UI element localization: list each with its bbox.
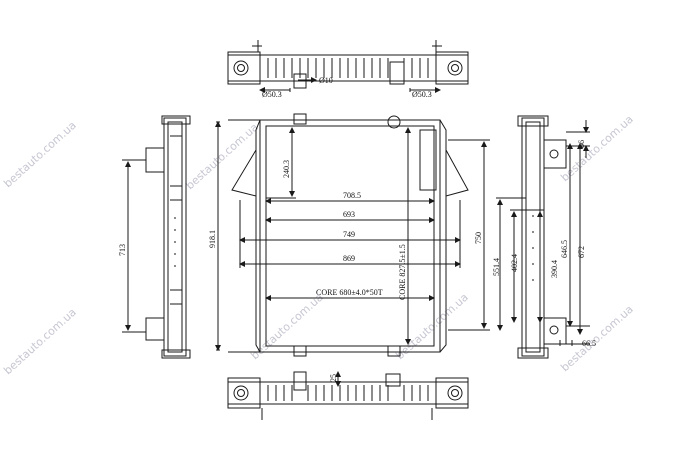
label-402-4: 402.4 bbox=[510, 254, 519, 272]
label-708-5: 708.5 bbox=[343, 191, 361, 200]
label-750: 750 bbox=[474, 232, 483, 244]
top-view bbox=[227, 40, 469, 92]
label-core-width: CORE 680±4.0*50T bbox=[316, 288, 383, 297]
watermark-4: bestauto.com.ua bbox=[1, 306, 78, 378]
bottom-view bbox=[227, 371, 469, 420]
right-side-view bbox=[496, 115, 590, 359]
label-646-5: 646.5 bbox=[560, 240, 569, 258]
label-dia-10: Ø10 bbox=[319, 76, 333, 85]
label-551-4: 551.4 bbox=[492, 258, 501, 276]
front-view bbox=[215, 113, 490, 357]
label-66-5: 66.5 bbox=[582, 339, 596, 348]
label-25: 25 bbox=[329, 374, 338, 382]
watermark-1: bestauto.com.ua bbox=[1, 119, 78, 191]
label-240-3: 240.3 bbox=[282, 160, 291, 178]
watermark-6: bestauto.com.ua bbox=[393, 291, 470, 363]
label-749: 749 bbox=[343, 230, 355, 239]
label-dia-left: Ø50.3 bbox=[262, 90, 282, 99]
label-390-4: 390.4 bbox=[550, 260, 559, 278]
label-713: 713 bbox=[118, 244, 127, 256]
left-side-view bbox=[122, 115, 191, 359]
label-core-height: CORE 827.5±1.5 bbox=[398, 244, 407, 300]
label-693: 693 bbox=[343, 210, 355, 219]
label-86: 86 bbox=[577, 140, 586, 148]
label-869: 869 bbox=[343, 254, 355, 263]
watermarks: bestauto.com.ua bestauto.com.ua bestauto… bbox=[1, 113, 635, 378]
label-918-1: 918.1 bbox=[208, 230, 217, 248]
label-672: 672 bbox=[577, 246, 586, 258]
watermark-2: bestauto.com.ua bbox=[183, 121, 260, 193]
label-dia-right: Ø50.3 bbox=[412, 90, 432, 99]
